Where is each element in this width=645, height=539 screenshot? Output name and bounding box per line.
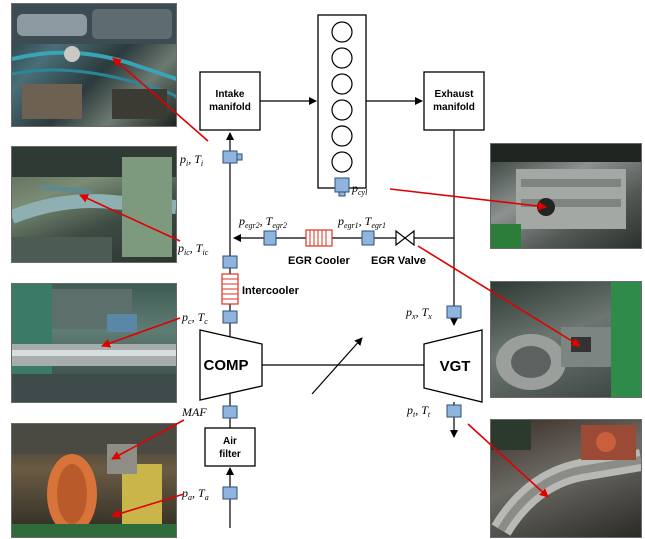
label-turbine-sensor: pt, Tt (406, 403, 431, 419)
label-intake-sensor: pi, Ti (179, 152, 203, 168)
sensor-intake (222, 150, 243, 164)
sensor-maf (222, 405, 238, 419)
egr-valve-label: EGR Valve (371, 255, 426, 267)
turbine-symbol (423, 329, 483, 403)
exhaust-manifold-label-2: manifold (433, 102, 475, 113)
photo-egr-valve-art (496, 282, 641, 397)
cylinder-1 (331, 21, 353, 43)
photo-air-filter-maf (11, 423, 177, 538)
sensor-cylinder (334, 177, 350, 197)
label-ambient-sensor: pa, Ta (181, 486, 209, 502)
photo-air-filter-maf-art (12, 424, 176, 537)
photo-cylinder-head-art (491, 144, 641, 248)
label-compressor-sensor: pc, Tc (181, 310, 208, 326)
air-filter-box (204, 427, 256, 467)
exhaust-manifold-label-1: Exhaust (435, 89, 475, 100)
egr-cooler-symbol (305, 229, 333, 247)
pointer-intercooler-photo (79, 194, 181, 242)
cylinder-2 (331, 47, 353, 69)
intercooler-symbol (221, 273, 239, 305)
egr-cooler-label: EGR Cooler (288, 255, 350, 267)
cylinder-4 (331, 99, 353, 121)
photo-intake-engine (11, 3, 177, 127)
label-exhaust-sensor: px, Tx (405, 305, 432, 321)
sensor-compressor-out (222, 310, 238, 324)
pointer-maf-photo (111, 419, 185, 460)
pointer-ambient-photo (111, 493, 185, 518)
pointer-arrows (79, 57, 581, 518)
sensor-intercooler-out (222, 255, 238, 269)
air-filter-label-1: Air (223, 436, 237, 447)
exhaust-manifold-box (423, 71, 485, 131)
photo-turbine-outlet (490, 419, 642, 538)
sensor-exhaust (446, 305, 462, 319)
photo-intake-engine-art (12, 4, 176, 119)
cylinder-5 (331, 125, 353, 147)
pointer-cylinder-photo (389, 188, 547, 211)
intercooler-label: Intercooler (242, 285, 300, 297)
pointer-egr-valve-photo (417, 245, 581, 347)
pointer-intake-photo (112, 57, 209, 142)
pointer-compressor-photo (101, 317, 181, 348)
intake-manifold-box (199, 71, 261, 131)
sensor-egr2 (263, 230, 277, 246)
photo-egr-valve (490, 281, 642, 398)
compressor-symbol (199, 329, 263, 401)
photo-cylinder-head (490, 143, 642, 249)
egr-valve-symbol (395, 229, 415, 247)
photo-test-cell-compressor (11, 283, 177, 403)
intake-manifold-label-1: Intake (216, 89, 245, 100)
photo-turbine-outlet-art (491, 420, 641, 536)
pointer-turbine-photo (467, 423, 549, 498)
cylinder-6 (331, 151, 353, 173)
intake-manifold-label-2: manifold (209, 102, 251, 113)
photo-test-cell-compressor-art (12, 284, 176, 402)
sensor-turbine-out (446, 404, 462, 418)
air-filter-label-2: filter (219, 449, 241, 460)
label-egr1-sensor: pegr1, Tegr1 (337, 214, 386, 230)
compressor-label: COMP (204, 357, 249, 374)
engine-block (317, 14, 367, 189)
sensor-ambient (222, 486, 238, 500)
cylinders (331, 21, 353, 173)
label-maf-sensor: MAF (181, 405, 207, 419)
photo-intercooler-pipe (11, 146, 177, 263)
sensor-egr1 (361, 230, 375, 246)
cylinder-3 (331, 73, 353, 95)
label-egr2-sensor: pegr2, Tegr2 (238, 214, 287, 230)
sensors (222, 150, 462, 500)
label-intercooler-sensor: pic, Tic (177, 241, 209, 257)
turbine-label: VGT (440, 358, 471, 375)
label-cylinder-sensor: pcyl (351, 181, 368, 197)
photo-intercooler-pipe-art (12, 147, 176, 262)
vgt-variable-arrow (311, 337, 363, 395)
